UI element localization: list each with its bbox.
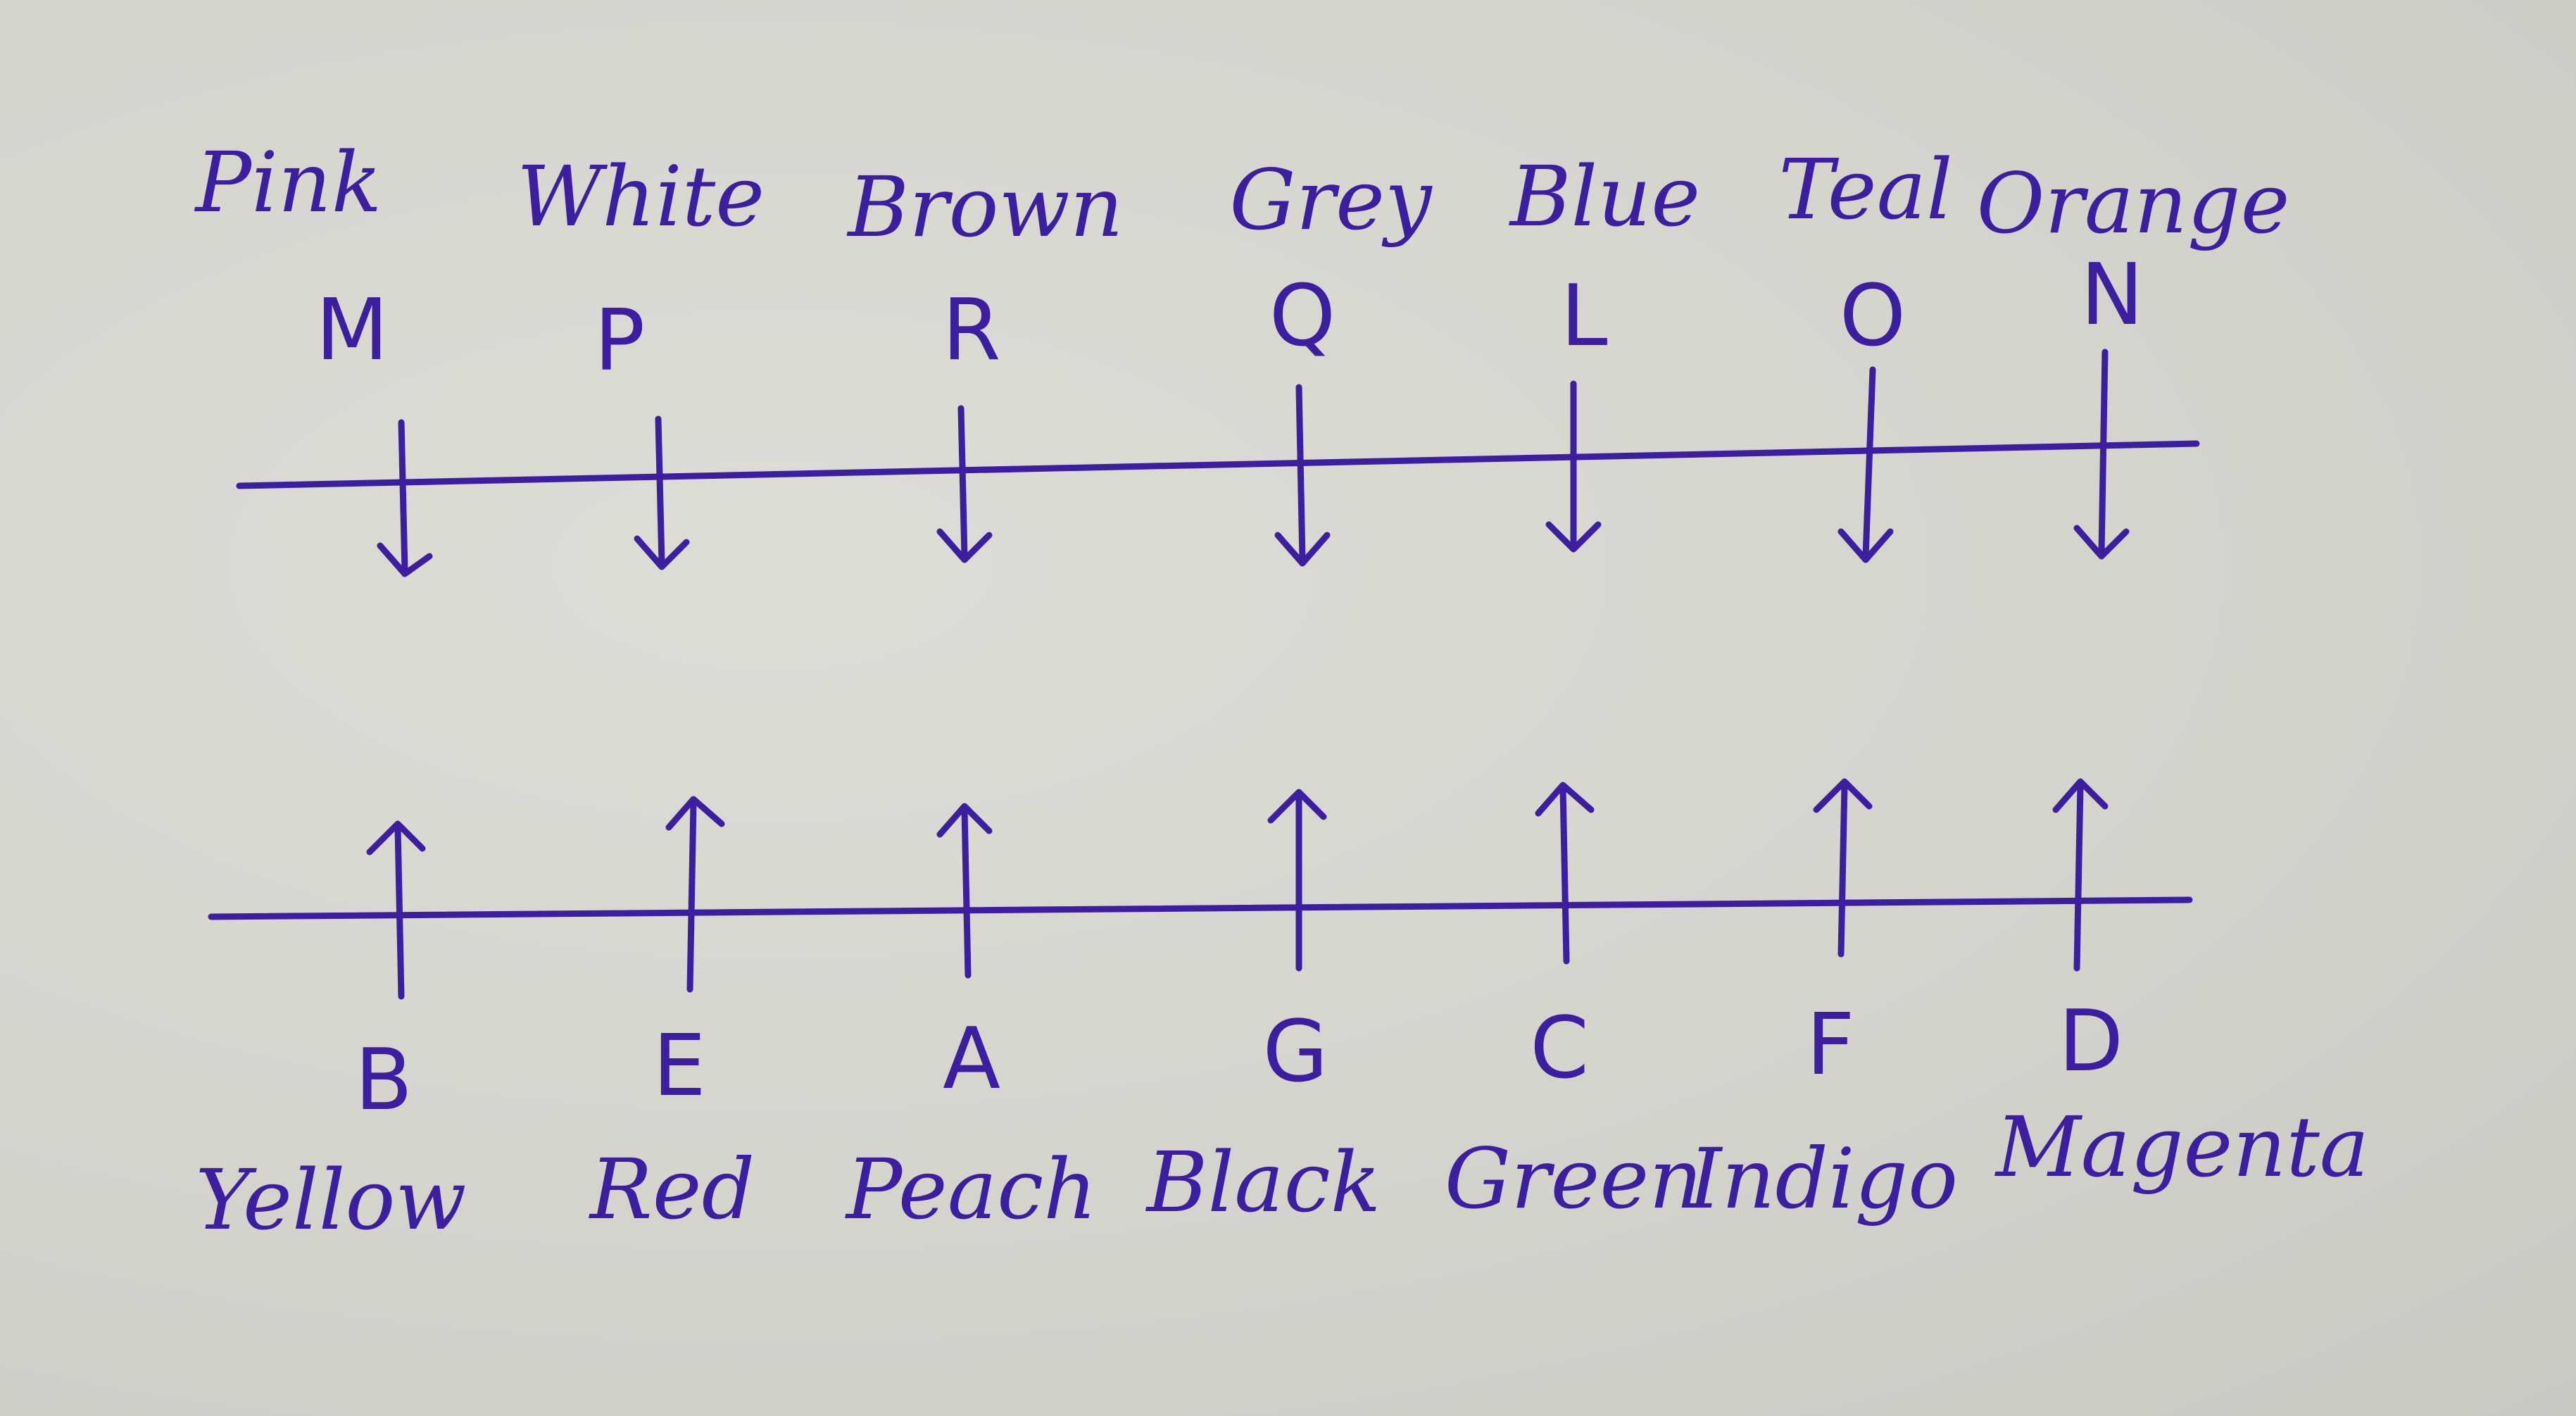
up-arrow-icon xyxy=(665,796,725,993)
top-word: Brown xyxy=(846,158,1123,256)
up-arrow-icon xyxy=(2052,778,2109,972)
top-letter: R xyxy=(942,282,1000,380)
down-arrow-icon xyxy=(1274,384,1331,567)
bottom-word: Green xyxy=(1445,1130,1702,1227)
bottom-arrows xyxy=(366,778,2109,1000)
bottom-word: Peach xyxy=(845,1141,1097,1238)
top-arrows xyxy=(377,349,2130,577)
bottom-axis-line xyxy=(208,896,2193,920)
bottom-letters: B E A G C F D xyxy=(355,993,2123,1129)
top-letter: Q xyxy=(1269,268,1336,365)
top-letter: N xyxy=(2080,246,2144,344)
top-word: Orange xyxy=(1977,155,2290,252)
up-arrow-icon xyxy=(1813,778,1873,958)
bottom-words: Yellow Red Peach Black Green Indigo Mage… xyxy=(196,1098,2370,1248)
up-arrow-icon xyxy=(1535,782,1595,965)
top-letter: P xyxy=(594,292,645,390)
top-word: Blue xyxy=(1509,148,1700,245)
up-arrow-icon xyxy=(936,803,993,979)
down-arrow-icon xyxy=(377,419,433,577)
top-axis-line xyxy=(236,440,2200,489)
bottom-letter: B xyxy=(355,1032,413,1129)
up-arrow-icon xyxy=(1267,789,1327,972)
down-arrow-icon xyxy=(1837,366,1894,563)
top-letters: M P R Q L O N xyxy=(315,246,2144,390)
bottom-letter: D xyxy=(2059,993,2123,1091)
up-arrow-icon xyxy=(366,820,426,1000)
down-arrow-icon xyxy=(1545,380,1602,553)
down-arrow-icon xyxy=(2073,349,2130,560)
down-arrow-icon xyxy=(634,415,690,570)
bottom-letter: F xyxy=(1806,996,1854,1094)
top-letter: O xyxy=(1840,268,1906,365)
top-letter: M xyxy=(315,282,389,380)
bottom-word: Yellow xyxy=(196,1151,467,1248)
bottom-word: Black xyxy=(1145,1134,1381,1231)
bottom-letter: G xyxy=(1263,1003,1328,1101)
bottom-letter: E xyxy=(653,1017,706,1115)
bottom-word: Magenta xyxy=(1994,1098,2369,1196)
top-letter: L xyxy=(1561,268,1608,365)
top-word: Pink xyxy=(194,134,382,231)
bottom-letter: A xyxy=(943,1010,1000,1108)
down-arrow-icon xyxy=(936,405,993,563)
top-words: Pink White Brown Grey Blue Teal Orange xyxy=(194,134,2290,256)
bottom-word: Red xyxy=(589,1141,755,1238)
top-word: Teal xyxy=(1778,141,1952,238)
bottom-word: Indigo xyxy=(1688,1130,1958,1227)
top-word: Grey xyxy=(1229,151,1433,249)
top-word: White xyxy=(517,148,765,245)
bottom-letter: C xyxy=(1530,1000,1589,1098)
